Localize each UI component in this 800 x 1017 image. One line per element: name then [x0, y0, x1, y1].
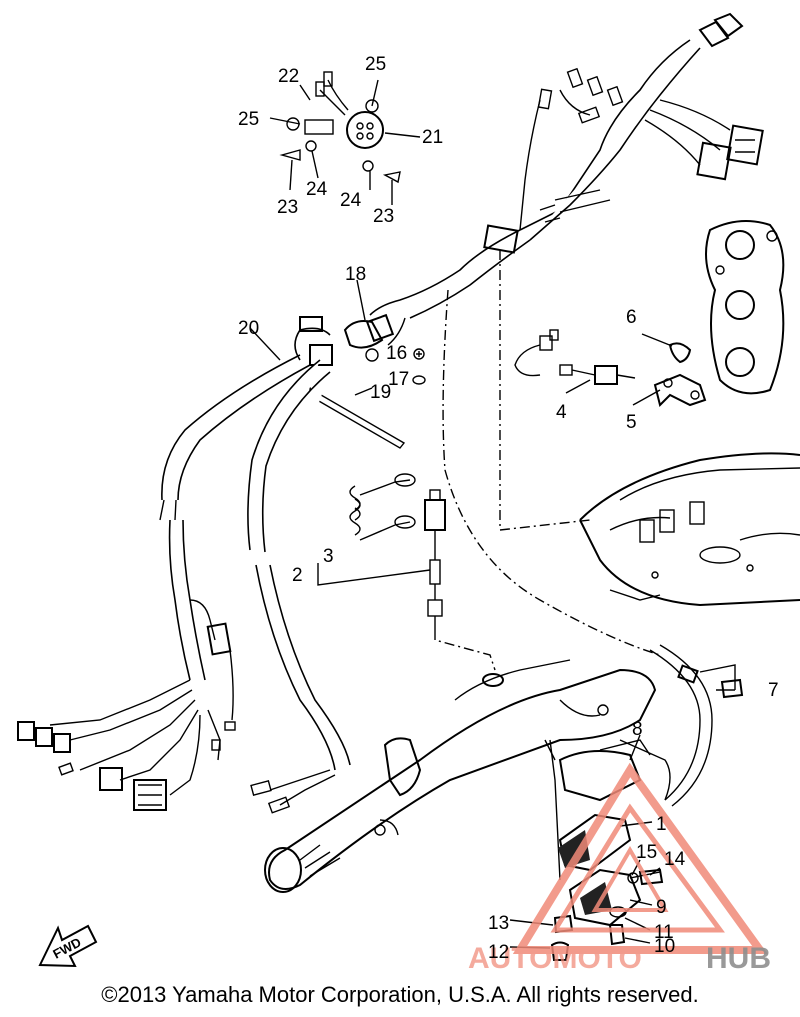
forward-arrow: FWD	[38, 924, 98, 968]
callout-24: 24	[340, 190, 362, 211]
clip-6	[668, 342, 692, 364]
callout-22: 22	[278, 66, 299, 87]
callout-2: 2	[292, 565, 303, 586]
sensor-assembly-21	[269, 71, 421, 205]
callout-12: 12	[488, 942, 509, 963]
callout-23: 23	[277, 197, 298, 218]
grommet-7	[649, 644, 744, 807]
callout-15: 15	[636, 842, 657, 863]
lanyard-3	[349, 473, 416, 541]
callout-25: 25	[365, 54, 386, 75]
callout-9: 9	[656, 897, 667, 918]
stop-switch-assembly-2	[424, 489, 446, 630]
callout-4: 4	[556, 402, 567, 423]
washer-17	[412, 375, 426, 385]
callout-numbers: 25 22 25 21 24 23 24 23 18 20 16 17 19 6…	[238, 54, 779, 963]
main-harness-upper	[519, 12, 764, 241]
fwd-label: FWD	[50, 934, 83, 961]
tiller-handle	[264, 659, 657, 893]
leader-2	[317, 563, 431, 586]
callout-6: 6	[626, 307, 637, 328]
bottom-cowling	[579, 452, 800, 607]
neutral-switch-4	[514, 329, 636, 385]
switch-1	[558, 813, 632, 872]
callout-13: 13	[488, 913, 509, 934]
callout-3: 3	[323, 546, 334, 567]
callout-18: 18	[345, 264, 366, 285]
callout-19: 19	[370, 382, 391, 403]
cable-lower	[247, 359, 351, 814]
callout-8: 8	[632, 719, 643, 740]
callout-14: 14	[664, 849, 686, 870]
watermark-logo: AUTOMOTO HUB	[468, 762, 771, 975]
copyright-notice: ©2013 Yamaha Motor Corporation, U.S.A. A…	[101, 982, 699, 1007]
callout-24: 24	[306, 179, 328, 200]
callout-23: 23	[373, 206, 394, 227]
harness-middle	[294, 189, 611, 366]
callout-10: 10	[654, 936, 675, 957]
callout-20: 20	[238, 318, 259, 339]
callout-7: 7	[768, 680, 779, 701]
callout-16: 16	[386, 343, 407, 364]
phantom-lines	[434, 250, 661, 671]
callout-5: 5	[626, 412, 637, 433]
callout-21: 21	[422, 127, 443, 148]
harness-20	[17, 354, 311, 811]
callout-1: 1	[656, 814, 667, 835]
watermark-text-automoto: AUTOMOTO	[468, 942, 642, 975]
callout-25: 25	[238, 109, 259, 130]
cover-9	[568, 868, 642, 927]
watermark-text-hub: HUB	[706, 942, 771, 975]
bracket-5	[653, 373, 707, 407]
engine-block	[705, 220, 785, 395]
callout-11: 11	[654, 922, 674, 943]
screw-16	[413, 348, 425, 360]
callout-17: 17	[388, 369, 409, 390]
